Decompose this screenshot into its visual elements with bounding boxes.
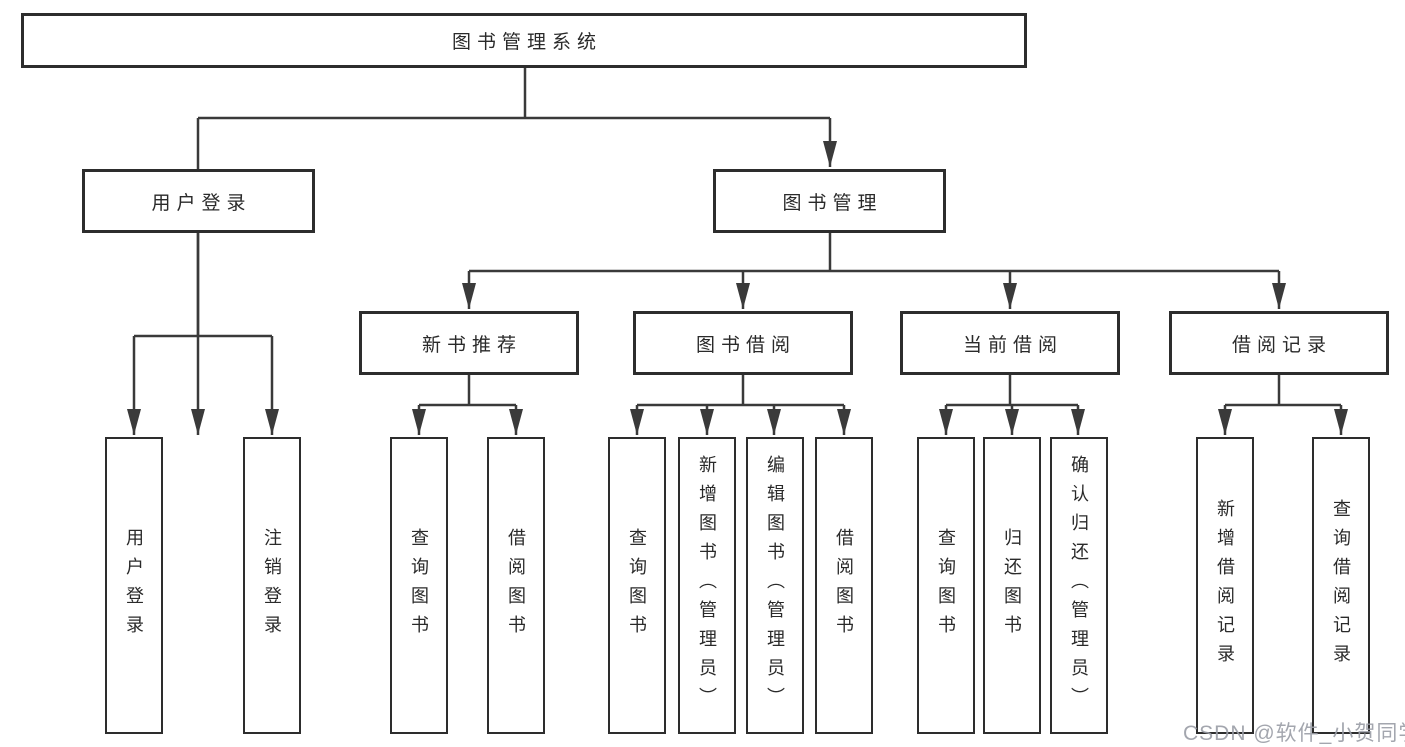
node-leaf-query-book-current: 查询图书 [917,437,975,734]
node-book-management: 图书管理 [713,169,946,233]
node-leaf-borrow-book: 借阅图书 [815,437,873,734]
node-label: 查询图书 [627,527,647,644]
node-label: 用户登录 [124,527,144,644]
node-label: 图书管理系统 [451,32,602,53]
node-label: 注销登录 [262,527,282,644]
node-leaf-add-borrow-record: 新增借阅记录 [1196,437,1254,734]
node-label: 新增借阅记录 [1215,498,1235,673]
node-book-borrowing: 图书借阅 [633,311,853,375]
node-leaf-confirm-return-admin: 确认归还（管理员） [1050,437,1108,734]
node-label: 当前借阅 [962,334,1063,356]
node-label: 编辑图书（管理员） [765,455,785,716]
node-current-borrowing: 当前借阅 [900,311,1120,375]
node-leaf-borrow-book-recommend: 借阅图书 [487,437,545,734]
node-label: 借阅记录 [1231,334,1332,356]
node-leaf-return-book: 归还图书 [983,437,1041,734]
node-leaf-edit-book-admin: 编辑图书（管理员） [746,437,804,734]
node-label: 归还图书 [1002,527,1022,644]
node-leaf-query-book-borrowing: 查询图书 [608,437,666,734]
node-new-book-recommend: 新书推荐 [359,311,579,375]
node-user-login: 用户登录 [82,169,315,233]
node-label: 借阅图书 [506,527,526,644]
node-label: 确认归还（管理员） [1069,455,1089,716]
node-label: 图书借阅 [695,334,796,356]
node-label: 借阅图书 [834,527,854,644]
node-leaf-logout: 注销登录 [243,437,301,734]
node-borrowing-records: 借阅记录 [1169,311,1389,375]
node-leaf-query-borrow-record: 查询借阅记录 [1312,437,1370,734]
node-label: 新书推荐 [421,334,522,356]
node-label: 查询图书 [936,527,956,644]
node-leaf-user-login: 用户登录 [105,437,163,734]
node-leaf-query-book-recommend: 查询图书 [390,437,448,734]
node-label: 新增图书（管理员） [697,455,717,716]
node-leaf-add-book-admin: 新增图书（管理员） [678,437,736,734]
node-label: 查询图书 [409,527,429,644]
watermark: CSDN @软件_小贺同学 [1183,722,1405,745]
node-root: 图书管理系统 [21,13,1027,68]
node-label: 查询借阅记录 [1331,498,1351,673]
node-label: 用户登录 [151,192,252,214]
node-label: 图书管理 [782,192,883,214]
